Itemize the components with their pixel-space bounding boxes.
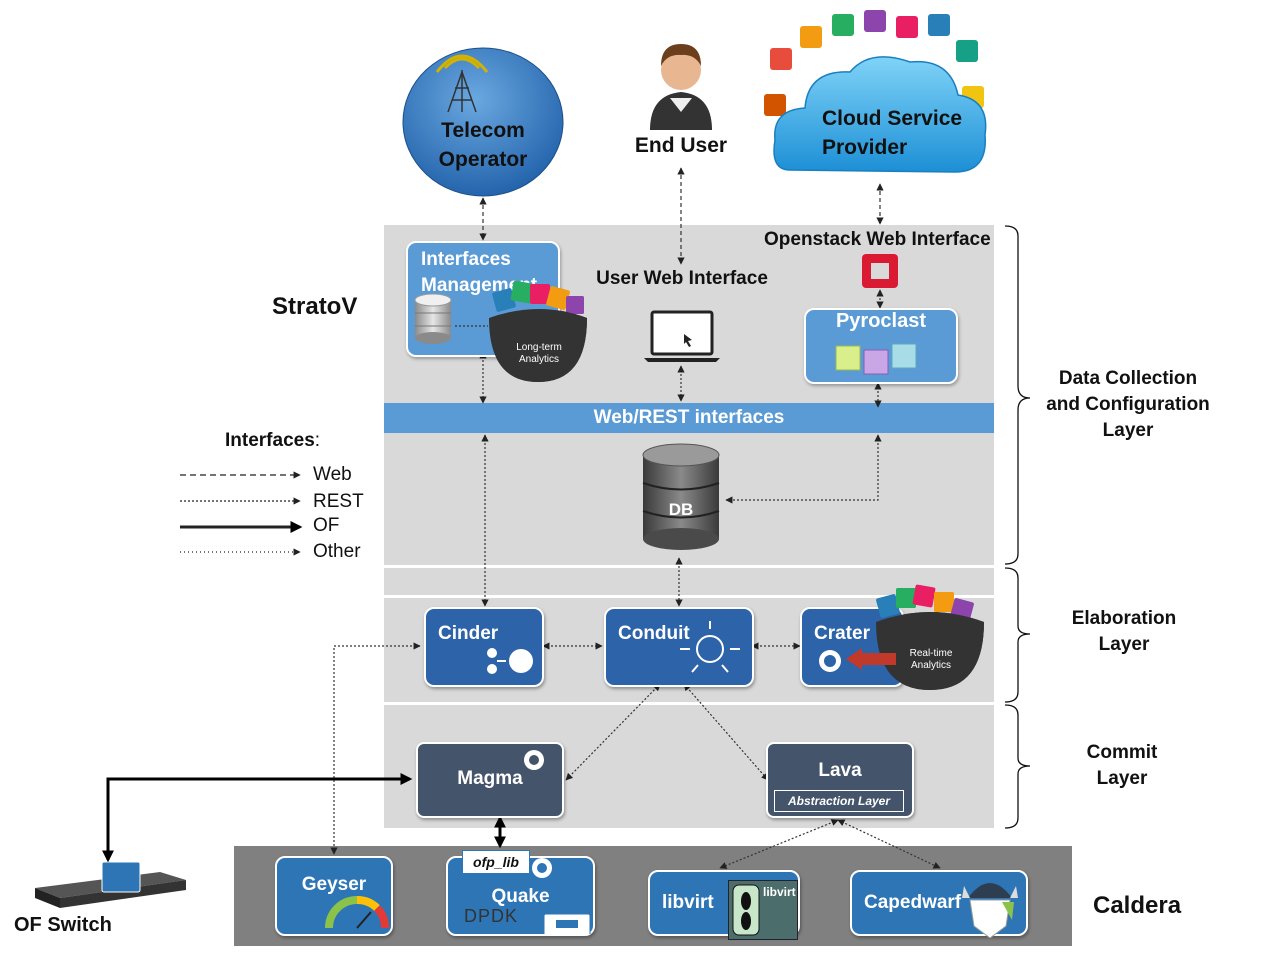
- geyser-box[interactable]: Geyser: [275, 856, 393, 936]
- legend-title-text: Interfaces: [225, 430, 315, 451]
- web-rest-interfaces-bar: Web/REST interfaces: [384, 403, 994, 433]
- database-icon: [642, 443, 720, 550]
- elaboration-layer-label: Elaboration Layer: [1071, 608, 1177, 655]
- stratov-title: StratoV: [272, 293, 358, 320]
- crater-label: Crater: [814, 623, 870, 644]
- cloud-apps-graphic: [764, 10, 987, 173]
- cinder-icon: [487, 648, 533, 674]
- legend-item-other: Other: [313, 541, 361, 562]
- db-label: DB: [668, 500, 694, 519]
- interfaces-management-box[interactable]: Interfaces Management: [406, 241, 560, 357]
- ofp-lib-tag: ofp_lib: [462, 850, 530, 874]
- geyser-label: Geyser: [301, 874, 367, 895]
- long-term-analytics-label: Long-term Analytics: [516, 342, 562, 365]
- gauge-icon: [325, 896, 389, 929]
- libvirt-label: libvirt: [662, 892, 714, 913]
- user-avatar-icon: [650, 44, 712, 130]
- cinder-box[interactable]: Cinder: [424, 607, 544, 687]
- conduit-box[interactable]: Conduit: [604, 607, 754, 687]
- openstack-web-interface-label: Openstack Web Interface: [764, 229, 991, 250]
- magma-logo-icon: [524, 750, 544, 770]
- libvirt-penguin-icon: [732, 884, 760, 936]
- interfaces-management-label: Interfaces Management: [421, 249, 538, 296]
- lava-label: Lava: [818, 760, 862, 781]
- data-collection-layer-label: Data Collection and Configuration Layer: [1046, 368, 1210, 441]
- ofp-lib-label: ofp_lib: [473, 854, 519, 870]
- quake-label: Quake: [491, 886, 550, 907]
- magma-box[interactable]: Magma: [416, 742, 564, 818]
- end-user-label: End User: [634, 134, 728, 157]
- capedwarf-label: Capedwarf: [864, 892, 962, 913]
- pyroclast-box[interactable]: Pyroclast: [804, 308, 958, 384]
- web-rest-interfaces-label: Web/REST interfaces: [593, 407, 785, 428]
- conduit-label: Conduit: [618, 623, 690, 644]
- layer-braces: [1004, 225, 1031, 829]
- legend-item-of: OF: [313, 515, 340, 536]
- commit-layer-label: Commit Layer: [1086, 742, 1158, 789]
- pyroclast-label: Pyroclast: [835, 310, 927, 332]
- lava-box[interactable]: Lava Abstraction Layer: [766, 742, 914, 818]
- cloud-shape: [773, 56, 987, 173]
- abstraction-layer-label: Abstraction Layer: [787, 794, 891, 808]
- dpdk-logo: DPDK: [464, 906, 519, 926]
- libvirt-logo: libvirt: [728, 880, 798, 940]
- legend-item-rest: REST: [313, 491, 364, 512]
- cloud-service-provider-label: Cloud Service Provider: [822, 107, 963, 159]
- of-switch-device: [35, 861, 186, 908]
- crater-logo-icon: [819, 650, 841, 672]
- laptop-icon: [644, 310, 720, 362]
- crater-box[interactable]: Crater: [800, 607, 904, 687]
- libvirt-logo-text: libvirt: [763, 885, 796, 899]
- cubes-icon: [835, 343, 917, 375]
- telecom-operator-globe: [402, 47, 564, 197]
- magma-label: Magma: [457, 768, 523, 789]
- legend-title-colon: :: [314, 430, 321, 451]
- capedwarf-viking-icon: [962, 883, 1018, 938]
- libvirt-box[interactable]: libvirt libvirt: [648, 870, 800, 940]
- real-time-analytics-label: Real-time Analytics: [909, 648, 953, 671]
- conduit-hub-icon: [680, 621, 740, 673]
- legend-item-web: Web: [313, 464, 352, 485]
- caldera-title: Caldera: [1093, 892, 1182, 919]
- antenna-tower-icon: [435, 54, 489, 113]
- telecom-operator-label: Telecom Operator: [438, 119, 528, 171]
- openstack-logo-icon: [862, 254, 898, 288]
- user-web-interface-label: User Web Interface: [596, 268, 768, 289]
- cinder-label: Cinder: [438, 623, 499, 644]
- abstraction-layer-box: Abstraction Layer: [774, 790, 904, 812]
- capedwarf-box[interactable]: Capedwarf: [850, 870, 1028, 938]
- legend-lines: [180, 471, 303, 556]
- quake-logo-icon: [532, 858, 591, 934]
- legend-title: Interfaces:: [225, 430, 320, 452]
- of-switch-label: OF Switch: [14, 914, 112, 936]
